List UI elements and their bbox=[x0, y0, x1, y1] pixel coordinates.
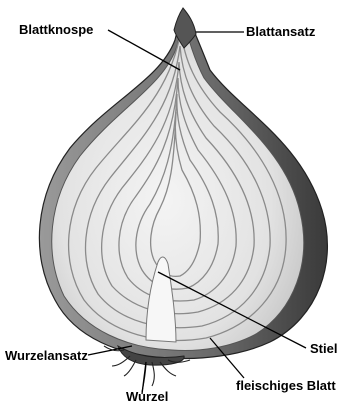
label-blattknospe: Blattknospe bbox=[19, 22, 93, 37]
label-wurzel: Wurzel bbox=[126, 389, 168, 404]
label-fleischiges-blatt: fleischiges Blatt bbox=[236, 378, 336, 393]
label-wurzelansatz: Wurzelansatz bbox=[5, 348, 88, 363]
label-stiel: Stiel bbox=[310, 341, 337, 356]
leader-blattknospe bbox=[108, 30, 180, 70]
label-blattansatz: Blattansatz bbox=[246, 24, 315, 39]
